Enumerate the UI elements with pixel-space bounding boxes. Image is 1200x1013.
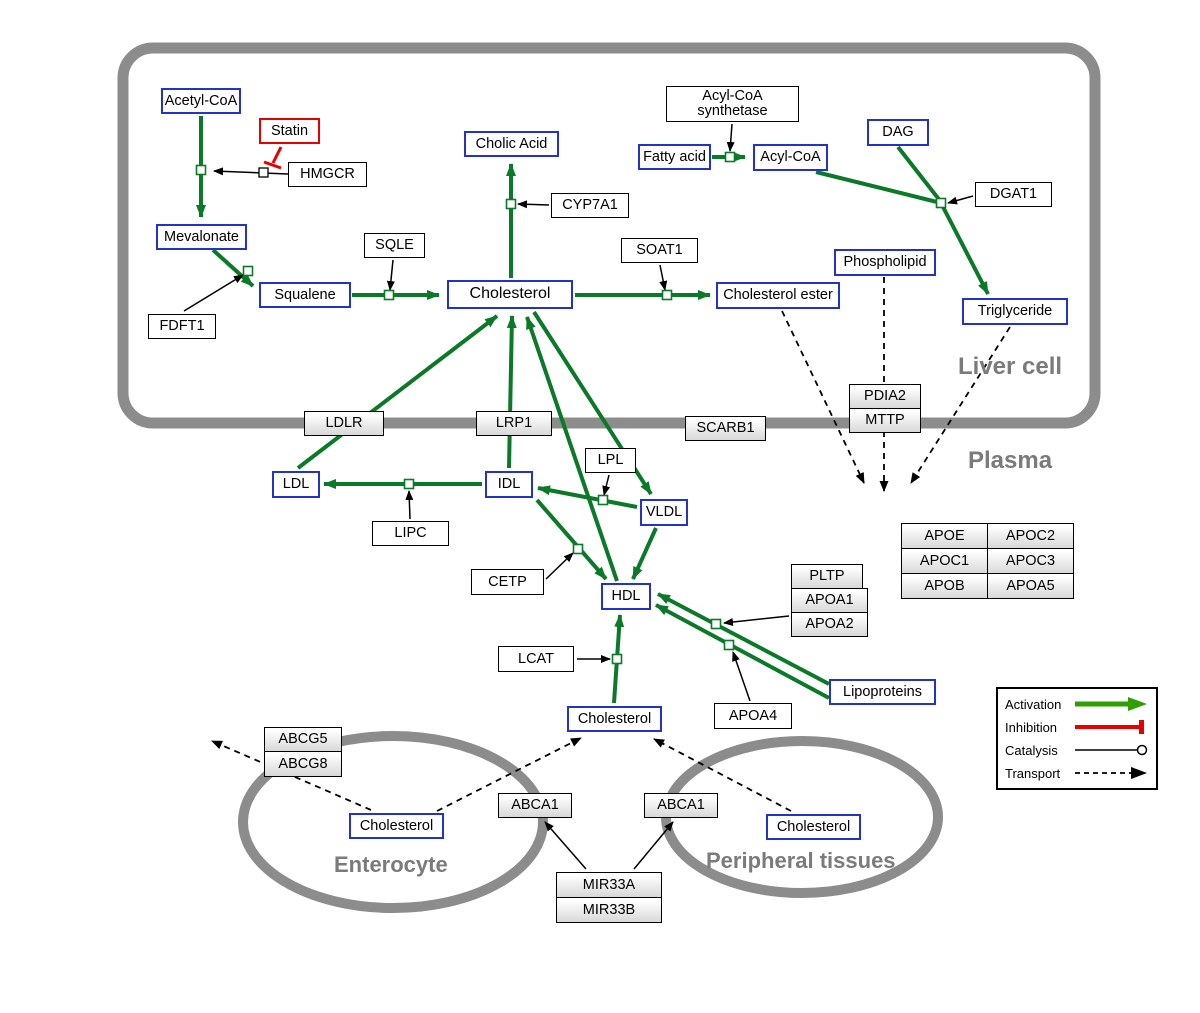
- node-apoe[interactable]: APOE: [901, 523, 988, 549]
- legend-row-inhibition: Inhibition: [1005, 717, 1149, 737]
- legend-row-transport: Transport: [1005, 763, 1149, 783]
- node-sqle[interactable]: SQLE: [364, 233, 425, 258]
- node-acyl-coa[interactable]: Acyl-CoA: [753, 144, 828, 171]
- legend-catalysis-label: Catalysis: [1005, 742, 1058, 758]
- node-apoa1[interactable]: APOA1: [791, 588, 868, 613]
- node-ldlr[interactable]: LDLR: [304, 411, 384, 436]
- node-mir33b[interactable]: MIR33B: [556, 897, 662, 923]
- node-apob[interactable]: APOB: [901, 573, 988, 599]
- node-hmgcr[interactable]: HMGCR: [288, 162, 367, 187]
- node-mir33a[interactable]: MIR33A: [556, 872, 662, 898]
- inhibition-edge: [263, 146, 283, 170]
- hmgcr-catalysis-anchor: [258, 167, 269, 178]
- node-dgat1[interactable]: DGAT1: [975, 182, 1052, 207]
- node-lipc[interactable]: LIPC: [372, 521, 449, 546]
- node-abca1-left[interactable]: ABCA1: [498, 793, 572, 818]
- node-squalene[interactable]: Squalene: [259, 282, 351, 308]
- node-pdia2[interactable]: PDIA2: [849, 384, 921, 409]
- node-apoc3[interactable]: APOC3: [987, 548, 1074, 574]
- node-scarb1[interactable]: SCARB1: [685, 416, 766, 441]
- node-cholesterol-enterocyte[interactable]: Cholesterol: [349, 813, 444, 839]
- node-ldl[interactable]: LDL: [272, 471, 320, 498]
- plasma-label: Plasma: [968, 447, 1053, 474]
- reaction-nodes: [195, 151, 947, 665]
- transport-dashed-arrow-icon: [1075, 767, 1147, 779]
- node-vldl[interactable]: VLDL: [640, 499, 688, 526]
- node-apoc2[interactable]: APOC2: [987, 523, 1074, 549]
- inhibition-tbar-icon: [1075, 720, 1144, 734]
- legend-row-catalysis: Catalysis: [1005, 740, 1149, 760]
- legend: Activation Inhibition Catalysis Transpor…: [996, 687, 1158, 790]
- node-apoa2[interactable]: APOA2: [791, 612, 868, 637]
- membranes: [117, 42, 1101, 913]
- catalysis-edges: [183, 123, 974, 870]
- node-triglyceride[interactable]: Triglyceride: [962, 298, 1068, 325]
- node-abcg5[interactable]: ABCG5: [264, 727, 342, 752]
- node-pltp[interactable]: PLTP: [791, 564, 863, 589]
- node-lcat[interactable]: LCAT: [498, 646, 574, 672]
- node-idl[interactable]: IDL: [485, 471, 533, 498]
- node-acetyl-coa[interactable]: Acetyl-CoA: [161, 88, 241, 114]
- node-lpl[interactable]: LPL: [585, 448, 636, 473]
- node-apoa4[interactable]: APOA4: [714, 703, 792, 729]
- peripheral-tissues-label: Peripheral tissues: [706, 848, 896, 873]
- node-mttp[interactable]: MTTP: [849, 408, 921, 433]
- node-abcg8[interactable]: ABCG8: [264, 751, 342, 777]
- node-hdl[interactable]: HDL: [601, 583, 651, 610]
- node-soat1[interactable]: SOAT1: [621, 238, 698, 263]
- node-fdft1[interactable]: FDFT1: [148, 314, 216, 339]
- liver-cell-membrane: [117, 42, 1101, 429]
- node-cetp[interactable]: CETP: [471, 569, 544, 595]
- activation-arrow-icon: [1075, 697, 1147, 711]
- node-statin[interactable]: Statin: [259, 118, 320, 144]
- node-cyp7a1[interactable]: CYP7A1: [551, 193, 629, 218]
- node-cholesterol-peripheral[interactable]: Cholesterol: [766, 814, 861, 840]
- legend-transport-label: Transport: [1005, 765, 1061, 781]
- node-cholesterol-liver[interactable]: Cholesterol: [447, 280, 573, 309]
- enterocyte-membrane: [238, 731, 548, 913]
- legend-activation-label: Activation: [1005, 696, 1062, 712]
- node-lipoproteins[interactable]: Lipoproteins: [829, 679, 936, 705]
- liver-cell-label: Liver cell: [958, 353, 1063, 380]
- node-dag[interactable]: DAG: [867, 119, 929, 146]
- node-lrp1[interactable]: LRP1: [476, 411, 552, 436]
- node-phospholipid[interactable]: Phospholipid: [834, 249, 936, 276]
- node-mevalonate[interactable]: Mevalonate: [156, 224, 247, 250]
- node-cholic-acid[interactable]: Cholic Acid: [464, 131, 559, 157]
- transport-edges: [211, 277, 1011, 812]
- node-apoc1[interactable]: APOC1: [901, 548, 988, 574]
- activation-edges: [196, 116, 990, 704]
- node-acyl-coa-synthetase[interactable]: Acyl-CoA synthetase: [666, 86, 799, 122]
- legend-row-activation: Activation: [1005, 694, 1149, 714]
- node-fatty-acid[interactable]: Fatty acid: [638, 144, 711, 170]
- enterocyte-label: Enterocyte: [334, 852, 448, 877]
- legend-inhibition-label: Inhibition: [1005, 719, 1058, 735]
- node-apoa5[interactable]: APOA5: [987, 573, 1074, 599]
- node-abca1-right[interactable]: ABCA1: [644, 793, 718, 818]
- node-cholesterol-plasma[interactable]: Cholesterol: [567, 706, 662, 732]
- catalysis-circle-icon: [1075, 744, 1148, 756]
- node-cholesterol-ester[interactable]: Cholesterol ester: [716, 282, 840, 309]
